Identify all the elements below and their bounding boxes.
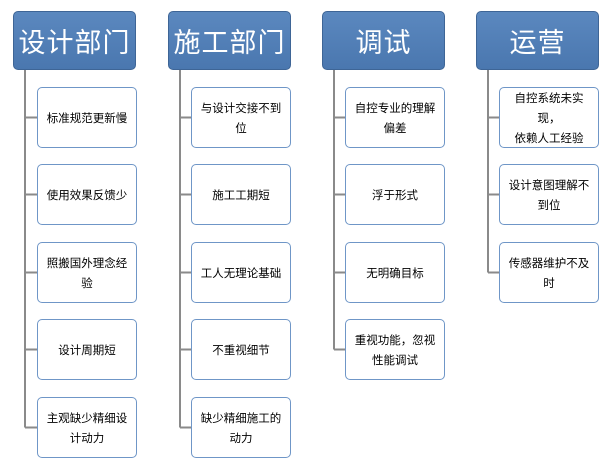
column-header-construction: 施工部门 <box>168 11 291 70</box>
item-design-4: 设计周期短 <box>37 319 137 380</box>
column-header-commissioning: 调试 <box>322 11 445 70</box>
item-construction-2: 施工工期短 <box>191 164 291 225</box>
item-operation-1: 自控系统未实现， 依赖人工经验 <box>499 87 599 148</box>
item-design-5: 主观缺少精细设 计动力 <box>37 397 137 458</box>
item-commissioning-1: 自控专业的理解 偏差 <box>345 87 445 148</box>
item-operation-2: 设计意图理解不 到位 <box>499 164 599 225</box>
item-commissioning-3: 无明确目标 <box>345 242 445 303</box>
item-commissioning-4: 重视功能，忽视 性能调试 <box>345 319 445 380</box>
item-design-3: 照搬国外理念经 验 <box>37 242 137 303</box>
item-construction-5: 缺少精细施工的 动力 <box>191 397 291 458</box>
item-design-2: 使用效果反馈少 <box>37 164 137 225</box>
item-design-1: 标准规范更新慢 <box>37 87 137 148</box>
item-construction-4: 不重视细节 <box>191 319 291 380</box>
item-construction-3: 工人无理论基础 <box>191 242 291 303</box>
column-header-operation: 运营 <box>476 11 599 70</box>
item-commissioning-2: 浮于形式 <box>345 164 445 225</box>
item-operation-3: 传感器维护不及 时 <box>499 242 599 303</box>
column-header-design: 设计部门 <box>13 11 136 70</box>
item-construction-1: 与设计交接不到 位 <box>191 87 291 148</box>
